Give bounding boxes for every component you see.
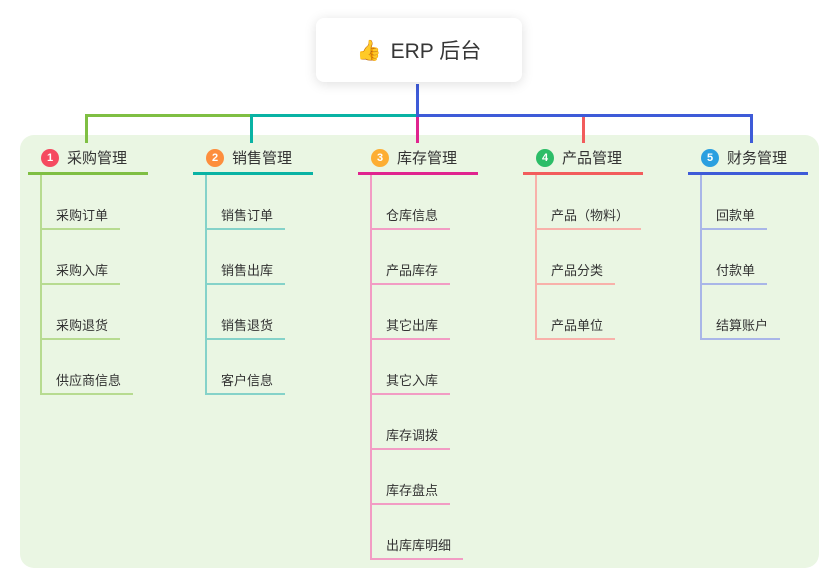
root-stem-line xyxy=(416,84,419,117)
branch-purchase: 1 采购管理 采购订单 采购入库 采购退货 供应商信息 xyxy=(28,143,148,395)
branch-items: 销售订单 销售出库 销售退货 客户信息 xyxy=(205,175,313,395)
branch-item[interactable]: 采购入库 xyxy=(42,230,121,285)
branch-header-product[interactable]: 4 产品管理 xyxy=(523,143,643,175)
branch-badge: 5 xyxy=(701,148,719,167)
branch-drop-sales xyxy=(250,114,253,143)
connector-green-horizontal xyxy=(85,114,252,117)
branch-drop-product xyxy=(582,117,585,143)
branch-item[interactable]: 销售订单 xyxy=(207,175,286,230)
branch-item[interactable]: 回款单 xyxy=(702,175,768,230)
branch-item[interactable]: 采购订单 xyxy=(42,175,121,230)
branch-item[interactable]: 结算账户 xyxy=(702,285,781,340)
root-label: ERP 后台 xyxy=(390,40,482,63)
branch-label: 销售管理 xyxy=(232,150,293,167)
branch-item[interactable]: 其它入库 xyxy=(372,340,451,395)
branch-item[interactable]: 采购退货 xyxy=(42,285,121,340)
branch-label: 产品管理 xyxy=(562,150,623,167)
branch-finance: 5 财务管理 回款单 付款单 结算账户 xyxy=(688,143,808,340)
branch-item[interactable]: 付款单 xyxy=(702,230,768,285)
branch-item[interactable]: 产品库存 xyxy=(372,230,451,285)
branch-items: 采购订单 采购入库 采购退货 供应商信息 xyxy=(40,175,148,395)
branch-item[interactable]: 销售出库 xyxy=(207,230,286,285)
branch-header-purchase[interactable]: 1 采购管理 xyxy=(28,143,148,175)
branch-label: 库存管理 xyxy=(397,150,458,167)
branch-badge: 2 xyxy=(206,148,224,167)
branch-drop-inventory xyxy=(416,117,419,143)
branch-item[interactable]: 供应商信息 xyxy=(42,340,134,395)
branch-drop-purchase xyxy=(85,114,88,143)
branch-inventory: 3 库存管理 仓库信息 产品库存 其它出库 其它入库 库存调拨 库存盘点 出库库… xyxy=(358,143,478,560)
branch-header-inventory[interactable]: 3 库存管理 xyxy=(358,143,478,175)
branch-label: 采购管理 xyxy=(67,150,128,167)
branch-sales: 2 销售管理 销售订单 销售出库 销售退货 客户信息 xyxy=(193,143,313,395)
branch-item[interactable]: 产品分类 xyxy=(537,230,616,285)
branch-header-sales[interactable]: 2 销售管理 xyxy=(193,143,313,175)
branch-item[interactable]: 出库库明细 xyxy=(372,505,464,560)
thumbs-up-icon: 👍 xyxy=(356,39,382,62)
branch-item[interactable]: 产品（物料） xyxy=(537,175,642,230)
branch-header-finance[interactable]: 5 财务管理 xyxy=(688,143,808,175)
root-node[interactable]: 👍 ERP 后台 xyxy=(316,18,522,82)
branch-item[interactable]: 其它出库 xyxy=(372,285,451,340)
branch-items: 产品（物料） 产品分类 产品单位 xyxy=(535,175,643,340)
branch-badge: 3 xyxy=(371,148,389,167)
branch-item[interactable]: 产品单位 xyxy=(537,285,616,340)
branch-label: 财务管理 xyxy=(727,150,788,167)
branch-product: 4 产品管理 产品（物料） 产品分类 产品单位 xyxy=(523,143,643,340)
connector-blue-horizontal xyxy=(416,114,753,117)
branch-items: 仓库信息 产品库存 其它出库 其它入库 库存调拨 库存盘点 出库库明细 xyxy=(370,175,478,560)
branch-item[interactable]: 库存盘点 xyxy=(372,450,451,505)
mindmap-panel xyxy=(20,135,819,568)
branch-drop-finance xyxy=(750,114,753,143)
branch-item[interactable]: 销售退货 xyxy=(207,285,286,340)
branch-badge: 1 xyxy=(41,148,59,167)
branch-item[interactable]: 库存调拨 xyxy=(372,395,451,450)
connector-teal-horizontal xyxy=(250,114,417,117)
branch-badge: 4 xyxy=(536,148,554,167)
branch-item[interactable]: 仓库信息 xyxy=(372,175,451,230)
branch-items: 回款单 付款单 结算账户 xyxy=(700,175,808,340)
branch-item[interactable]: 客户信息 xyxy=(207,340,286,395)
